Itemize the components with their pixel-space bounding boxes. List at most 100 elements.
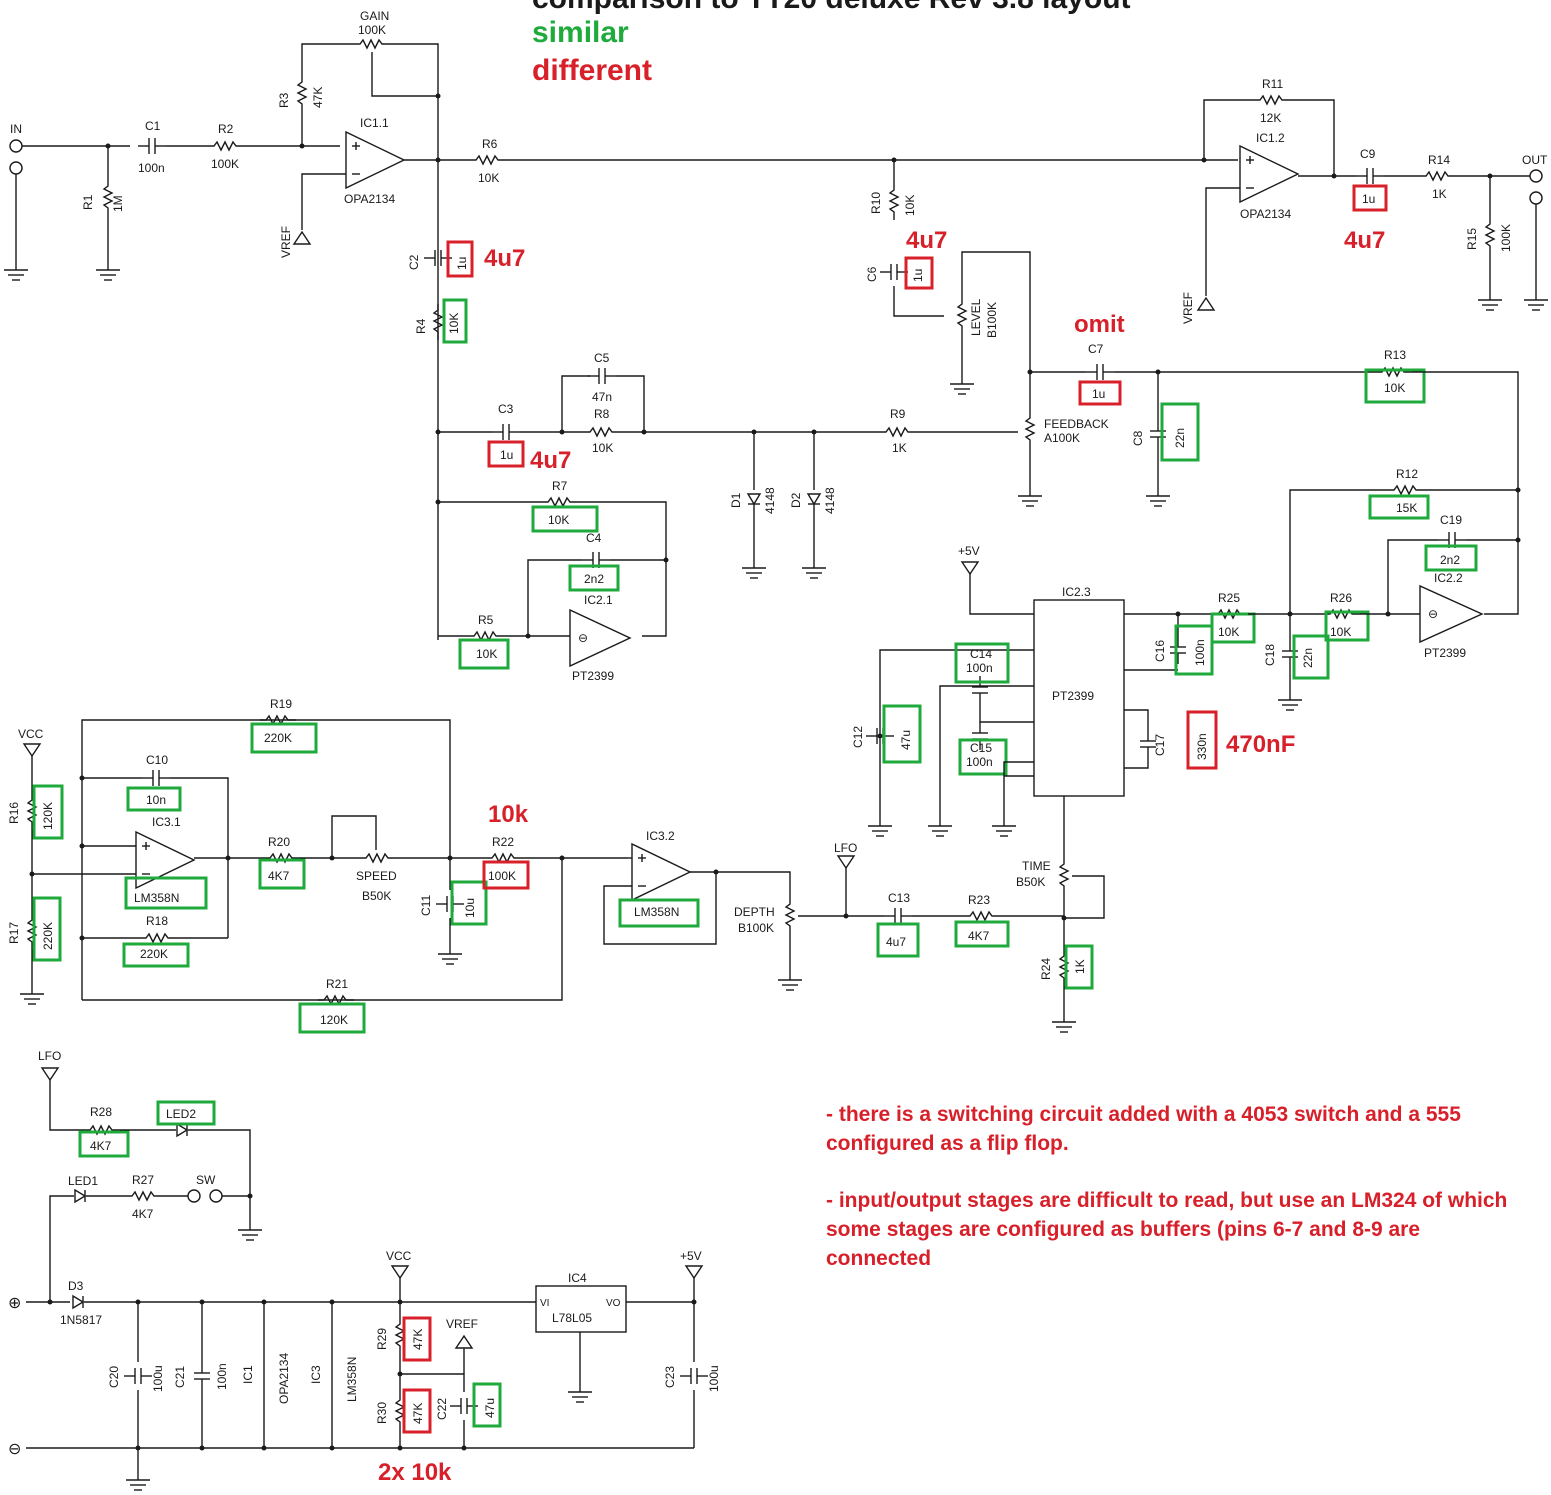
svg-text:DEPTH: DEPTH [734, 905, 775, 919]
svg-text:R14: R14 [1428, 153, 1450, 167]
resistor-r13: R13 10K [1375, 348, 1413, 395]
svg-text:R2: R2 [218, 122, 234, 136]
opamp-ic1-2: IC1.2 OPA2134 [1239, 131, 1299, 221]
svg-text:R18: R18 [146, 914, 168, 928]
ic2-3-pt2399: IC2.3 PT2399 [1033, 585, 1125, 797]
capacitor-c12: C12 47u [851, 726, 913, 750]
svg-text:C18: C18 [1263, 644, 1277, 666]
svg-text:LFO: LFO [834, 841, 857, 855]
svg-text:PT2399: PT2399 [1052, 689, 1094, 703]
svg-text:⊖: ⊖ [8, 1441, 21, 1458]
svg-text:100K: 100K [211, 157, 239, 171]
capacitor-c16: C16 100n [1153, 635, 1207, 666]
svg-text:100n: 100n [1193, 639, 1207, 666]
svg-text:R22: R22 [492, 835, 514, 849]
hl-r13-similar [1364, 368, 1426, 404]
ic3-power: IC3 LM358N [309, 1357, 359, 1402]
svg-text:OPA2134: OPA2134 [277, 1353, 291, 1404]
svg-text:OPA2134: OPA2134 [1240, 207, 1291, 221]
hl-r23-similar [954, 920, 1010, 948]
svg-text:R29: R29 [375, 1328, 389, 1350]
notes-panel: - there is a switching circuit added wit… [826, 1100, 1526, 1273]
svg-text:IC2.3: IC2.3 [1062, 585, 1091, 599]
svg-text:IC1.1: IC1.1 [360, 116, 389, 130]
svg-text:C8: C8 [1131, 430, 1145, 446]
svg-text:R4: R4 [414, 318, 428, 334]
rail-vcc: VCC [18, 727, 44, 757]
svg-text:IN: IN [10, 122, 22, 136]
page-title: comparison to TT20 deluxe Rev 3.8 layout [532, 0, 1131, 15]
svg-text:IC4: IC4 [568, 1271, 587, 1285]
hl-c9-different [1352, 184, 1388, 212]
note-r22: 10k [488, 801, 529, 828]
svg-text:120K: 120K [320, 1013, 348, 1027]
svg-text:R25: R25 [1218, 591, 1240, 605]
resistor-r18: R18 220K [139, 914, 177, 961]
svg-text:10K: 10K [1384, 381, 1405, 395]
svg-text:1u: 1u [1362, 192, 1375, 206]
power-plus: ⊕ [8, 1295, 21, 1312]
capacitor-c15: C15 100n [966, 721, 993, 769]
hl-r30-different [402, 1388, 432, 1434]
svg-text:R1: R1 [81, 194, 95, 210]
capacitor-c4: C4 2n2 [581, 531, 611, 586]
hl-r22-different [482, 860, 530, 890]
resistor-r16: R16 120K [7, 793, 55, 831]
svg-text:OUT: OUT [1522, 153, 1548, 167]
note-r29-r30: 2x 10k [378, 1459, 452, 1486]
capacitor-c14: C14 100n [966, 647, 993, 705]
svg-text:1K: 1K [892, 441, 907, 455]
hl-led2-similar [156, 1100, 216, 1126]
svg-text:12K: 12K [1260, 111, 1281, 125]
svg-text:4148: 4148 [763, 487, 777, 514]
svg-text:L78L05: L78L05 [552, 1311, 592, 1325]
rail-vcc-2: VCC [386, 1249, 412, 1279]
resistor-r19: R19 220K [259, 697, 297, 745]
resistor-r28: R28 4K7 [83, 1105, 121, 1153]
resistor-r23: R23 4K7 [963, 893, 1001, 943]
resistor-r12: R12 15K [1387, 467, 1425, 515]
svg-text:A100K: A100K [1044, 431, 1080, 445]
hl-c3-different [487, 440, 525, 468]
svg-text:R17: R17 [7, 922, 21, 944]
svg-text:R9: R9 [890, 407, 906, 421]
svg-text:100u: 100u [707, 1365, 721, 1392]
hl-c22-similar [472, 1382, 502, 1428]
svg-text:R6: R6 [482, 137, 498, 151]
svg-text:C4: C4 [586, 531, 602, 545]
svg-text:47u: 47u [899, 730, 913, 750]
svg-text:C12: C12 [851, 726, 865, 748]
legend-different: different [532, 54, 652, 87]
hl-c11-similar [450, 880, 488, 926]
hl-r7-similar [531, 505, 599, 533]
svg-text:C20: C20 [107, 1366, 121, 1388]
capacitor-c8: C8 22n [1131, 419, 1187, 449]
svg-text:SW: SW [196, 1173, 216, 1187]
footswitch: SW [187, 1173, 223, 1203]
led-2: LED2 [166, 1107, 196, 1137]
svg-text:100n: 100n [966, 661, 993, 675]
svg-text:IC2.2: IC2.2 [1434, 571, 1463, 585]
diode-d1: D1 4148 [729, 487, 777, 514]
svg-text:IC2.1: IC2.1 [584, 593, 613, 607]
svg-text:VREF: VREF [1181, 292, 1195, 324]
hl-r24-similar [1064, 944, 1094, 990]
note-c9: 4u7 [1344, 227, 1385, 254]
svg-text:220K: 220K [140, 947, 168, 961]
svg-text:PT2399: PT2399 [1424, 646, 1466, 660]
resistor-r9: R9 1K [879, 407, 917, 455]
note-c7: omit [1074, 311, 1125, 338]
opamp-ic1-1: IC1.1 OPA2134 [344, 116, 405, 206]
hl-c8-similar [1160, 402, 1200, 462]
svg-text:C15: C15 [970, 741, 992, 755]
svg-text:4K7: 4K7 [968, 929, 990, 943]
svg-text:LED2: LED2 [166, 1107, 196, 1121]
resistor-r20: R20 4K7 [263, 835, 301, 883]
svg-text:B100K: B100K [985, 302, 999, 338]
svg-text:100K: 100K [488, 869, 516, 883]
resistor-r17: R17 220K [7, 913, 55, 951]
svg-text:C11: C11 [419, 895, 433, 916]
svg-text:R28: R28 [90, 1105, 112, 1119]
svg-text:1M: 1M [111, 195, 125, 212]
